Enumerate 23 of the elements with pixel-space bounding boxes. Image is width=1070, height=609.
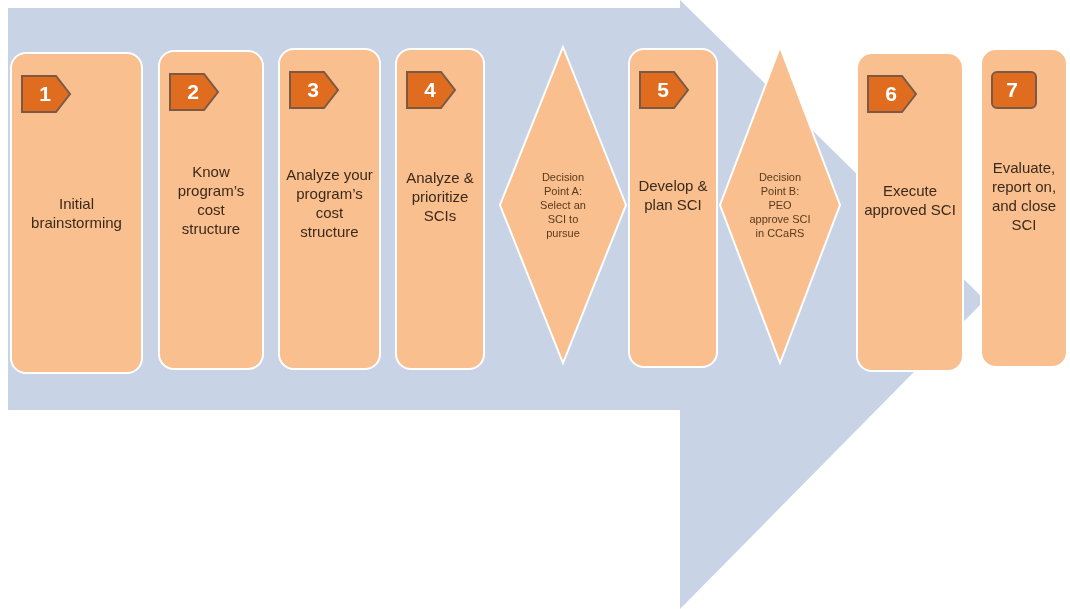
process-box — [628, 48, 718, 368]
process-box — [158, 50, 264, 370]
step-label: Analyze your program’s cost structure — [285, 165, 374, 241]
decision-label: Decision Point B: PEO approve SCI in CCaRS — [749, 170, 811, 240]
step-label: Initial brainstorming — [30, 194, 123, 232]
process-box — [10, 52, 143, 374]
process-box — [856, 52, 964, 372]
step-number-badge: 6 — [866, 74, 918, 114]
step-label: Know program’s cost structure — [176, 162, 246, 238]
step-label: Execute approved SCI — [863, 181, 957, 219]
step-number-badge: 2 — [168, 72, 220, 112]
process-box — [278, 48, 381, 370]
step-number-badge: 1 — [20, 74, 72, 114]
step-number-badge: 3 — [288, 70, 340, 110]
step-label: Develop & plan SCI — [637, 176, 709, 214]
decision-diamond — [498, 45, 628, 365]
decision-label: Decision Point A: Select an SCI to pursue — [539, 170, 587, 240]
process-box — [395, 48, 485, 370]
step-number-badge: 4 — [405, 70, 457, 110]
process-box — [980, 48, 1068, 368]
step-label: Evaluate, report on, and close SCI — [990, 158, 1058, 234]
step-number-badge: 5 — [638, 70, 690, 110]
step-label: Analyze & prioritize SCIs — [405, 167, 475, 225]
